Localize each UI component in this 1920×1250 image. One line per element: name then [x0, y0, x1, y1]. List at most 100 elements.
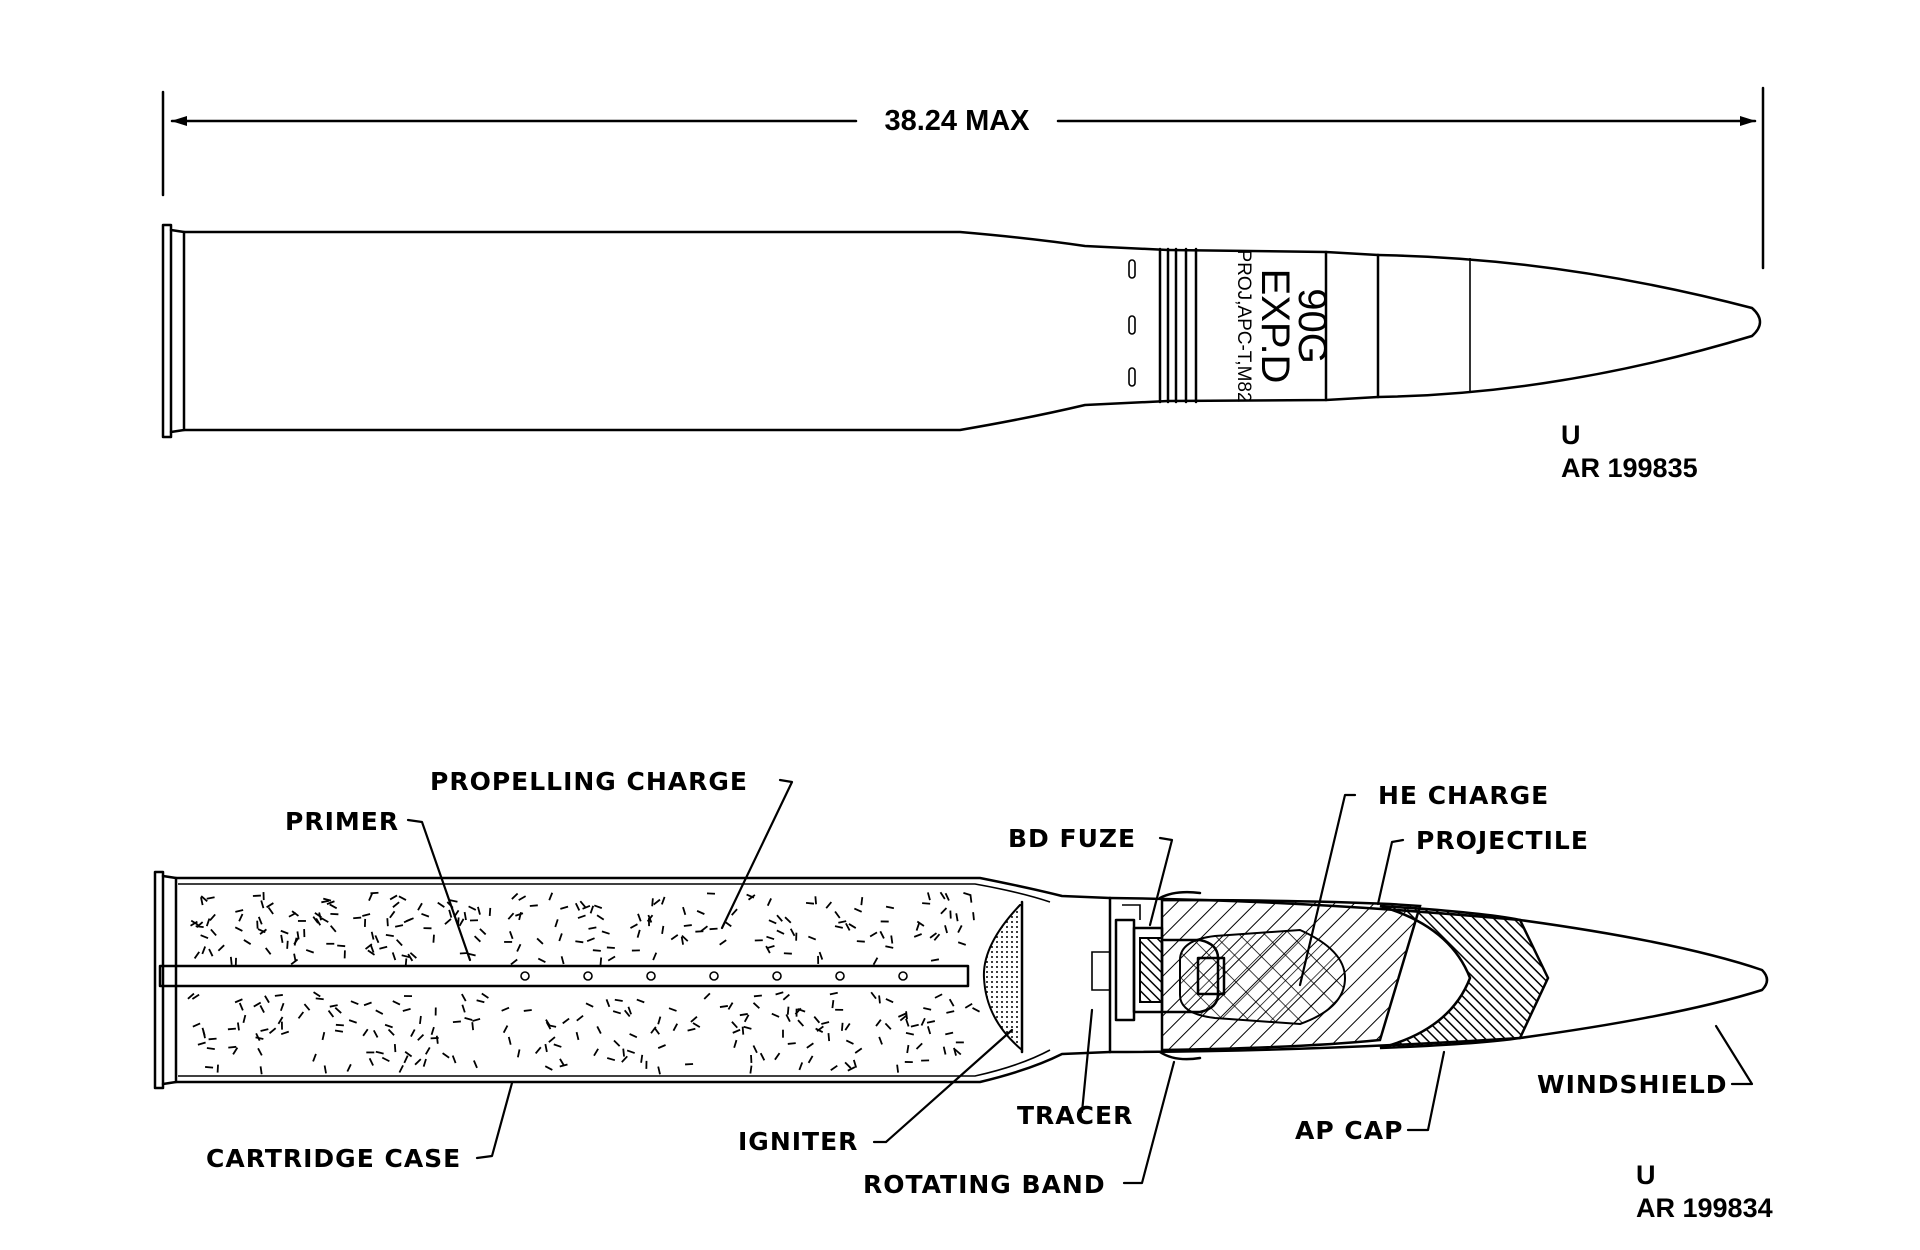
propellant-grain [739, 1013, 748, 1017]
propellant-grain [719, 1005, 728, 1008]
propellant-grain [235, 909, 244, 913]
propellant-grain [879, 930, 885, 939]
propellant-grain [511, 892, 519, 900]
propellant-grain [768, 919, 777, 925]
propellant-grain [468, 905, 477, 911]
propellant-grain [621, 1055, 628, 1063]
propellant-grain [622, 1048, 625, 1057]
label-tracer: TRACER [1017, 1101, 1133, 1130]
propellant-grain [626, 1049, 635, 1054]
propellant-grain [875, 1019, 882, 1027]
propellant-grain [845, 1039, 854, 1045]
propellant-grain [242, 1014, 247, 1024]
propellant-grain [205, 1066, 214, 1069]
propellant-grain [255, 1033, 261, 1042]
propellant-grain [409, 952, 417, 959]
propellant-grain [395, 939, 403, 947]
propellant-grain [652, 952, 658, 961]
propellant-grain [640, 1054, 644, 1063]
propellant-grain [612, 1010, 622, 1015]
propellant-grain [916, 920, 925, 927]
propellant-grain [290, 958, 299, 966]
top-ref-letter: U [1561, 420, 1581, 450]
propellant-grain [368, 1057, 374, 1066]
propellant-grain [335, 1023, 344, 1027]
propellant-grain [243, 939, 252, 945]
propellant-grain [807, 1055, 814, 1064]
propellant-grain [451, 1055, 457, 1064]
propellant-grain [636, 929, 641, 938]
propellant-grain [582, 904, 591, 910]
propellant-grain [236, 1022, 240, 1031]
projectile-stamping: 90G EXP.D PROJ,APC-T,M82 [1233, 249, 1334, 402]
propellant-grain [369, 944, 375, 953]
propellant-grain [437, 901, 445, 908]
label-bd-fuze: BD FUZE [1008, 824, 1136, 853]
propellant-grain [825, 901, 833, 909]
propellant-grain [326, 900, 335, 905]
propellant-grain [190, 920, 198, 927]
propellant-grain [896, 1064, 899, 1073]
propellant-grain [743, 1014, 750, 1023]
propellant-grain [430, 1026, 435, 1036]
propellant-grain [766, 935, 775, 941]
propellant-grain [389, 894, 398, 901]
label-windshield: WINDSHIELD [1537, 1070, 1728, 1099]
cutaway-ref-number: AR 199834 [1636, 1193, 1773, 1223]
cartridge-outline [161, 223, 1762, 439]
propellant-grain [379, 945, 388, 950]
propellant-grain [350, 1000, 359, 1005]
propellant-grain [885, 945, 894, 949]
propellant-grain [303, 1003, 311, 1011]
propellant-grain [690, 1016, 698, 1023]
propellant-grain [637, 913, 642, 922]
propellant-grain [596, 914, 605, 921]
propellant-grain [841, 1022, 844, 1031]
primer-vent-hole [583, 971, 593, 981]
propellant-grain [518, 911, 522, 921]
label-primer: PRIMER [285, 807, 399, 836]
propellant-grain [922, 902, 931, 905]
stamp-designation: PROJ,APC-T,M82 [1233, 249, 1254, 402]
tracer-element [1139, 937, 1163, 1003]
propellant-grain [680, 936, 684, 945]
stamp-exp: EXP.D [1253, 269, 1297, 384]
he-charge-cavity [1179, 928, 1347, 1026]
propellant-grain [334, 1029, 344, 1033]
propellant-grain [318, 912, 322, 921]
propellant-grain [266, 902, 274, 909]
propellant-grain [257, 916, 263, 925]
propellant-grain [321, 1031, 326, 1041]
propellant-grain [670, 934, 679, 941]
propellant-grain [291, 910, 299, 917]
propellant-grain [700, 925, 709, 932]
propellant-grain [613, 1039, 621, 1047]
propellant-grain [329, 903, 338, 910]
propellant-grain [913, 933, 922, 938]
propellant-grain [385, 934, 394, 938]
propellant-grain [405, 917, 414, 923]
stamp-weight: 90G [1290, 288, 1334, 364]
fuze-tracer-section [1020, 896, 1164, 1054]
propellant-grain [365, 943, 373, 950]
propellant-grain [458, 918, 465, 927]
propellant-grain [260, 900, 265, 909]
propellant-grain [534, 1046, 542, 1054]
propellant-grain [885, 998, 894, 1004]
propellant-grain [190, 919, 199, 926]
propellant-grain [709, 927, 718, 931]
propellant-grain [787, 1042, 796, 1045]
propellant-grain [234, 998, 243, 1004]
propellant-grain [419, 1015, 422, 1025]
propellant-grain [367, 949, 376, 956]
propellant-grain [884, 1022, 892, 1030]
callout-leaders [406, 778, 1754, 1185]
propellant-grain [191, 993, 200, 1000]
propellant-grain [606, 1057, 616, 1062]
propellant-grain [930, 958, 940, 962]
propellant-grain [627, 1006, 632, 1015]
propellant-grain [393, 1043, 397, 1053]
propellant-grain [733, 1039, 738, 1048]
propellant-grain [560, 956, 565, 965]
propellant-grain [554, 919, 559, 928]
